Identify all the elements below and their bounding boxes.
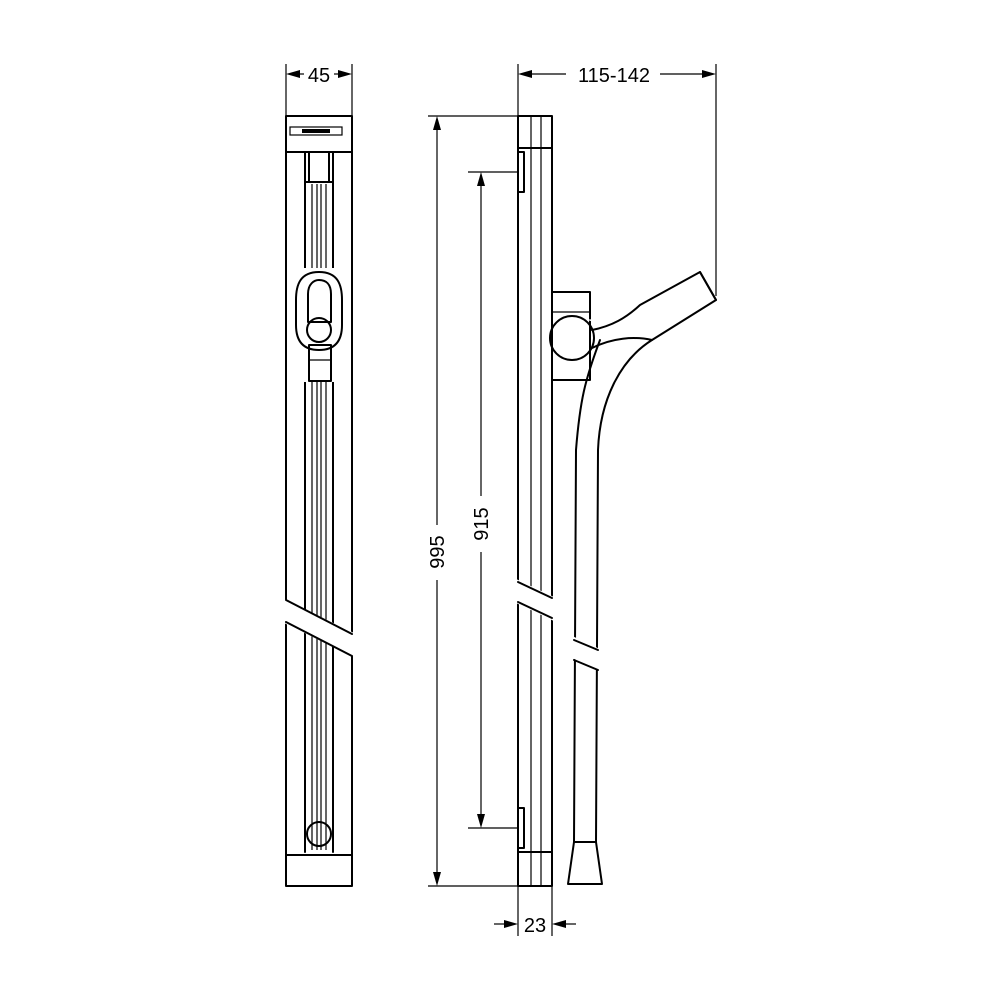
front-view — [282, 115, 356, 887]
dimension-bar-depth: 23 — [494, 886, 576, 937]
dimension-label-projection: 115-142 — [578, 65, 650, 87]
side-slider-block — [551, 291, 591, 381]
dimension-label-bar-width: 45 — [308, 65, 330, 87]
front-logo-mark — [302, 129, 330, 133]
dimension-bar-width: 45 — [285, 64, 353, 116]
dimension-fixing-distance: 915 — [468, 171, 518, 829]
dimension-label-fixing-distance: 915 — [471, 507, 493, 540]
dimension-label-bar-depth: 23 — [524, 915, 546, 937]
front-break-symbol — [282, 598, 356, 658]
side-hose — [567, 339, 653, 885]
side-top-wall-bracket — [517, 151, 525, 193]
side-view — [514, 115, 718, 887]
dimension-total-height: 995 — [427, 115, 518, 887]
front-slider-holder — [295, 268, 344, 382]
dimension-label-total-height: 995 — [427, 535, 449, 568]
side-break-symbol — [514, 578, 602, 672]
front-rail-body — [285, 115, 353, 887]
dimension-projection: 115-142 — [517, 64, 717, 296]
side-showerhead-holder — [549, 268, 718, 361]
side-bottom-wall-bracket — [517, 807, 525, 849]
side-rail-body — [517, 115, 553, 887]
front-logo-badge — [289, 126, 343, 136]
front-bottom-knob — [306, 821, 332, 847]
